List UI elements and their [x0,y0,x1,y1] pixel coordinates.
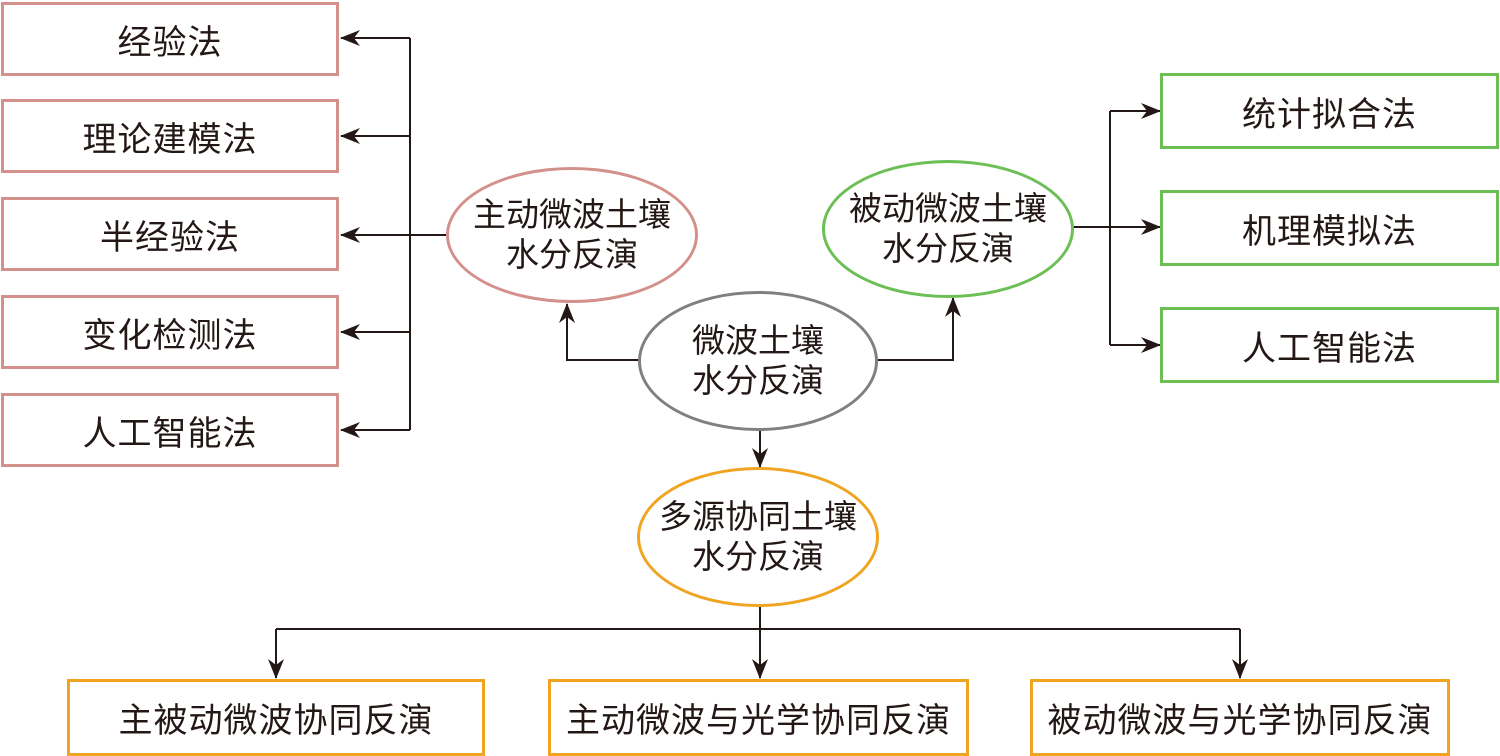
root-node-line1: 微波土壤 [692,321,824,360]
active-method-box: 理论建模法 [1,99,339,173]
active-method-box: 经验法 [1,2,339,76]
multisource-method-box: 主被动微波协同反演 [67,679,485,756]
multisource-method-box: 被动微波与光学协同反演 [1030,679,1450,756]
active-method-label: 理论建模法 [82,119,258,160]
active-method-box: 变化检测法 [1,295,339,369]
passive-method-label: 统计拟合法 [1242,94,1417,135]
active-method-box: 半经验法 [1,197,339,271]
passive-method-label: 人工智能法 [1242,328,1417,369]
arrow-center-to-passive [876,297,961,361]
active-method-label: 经验法 [117,22,223,63]
multisource-method-box: 主动微波与光学协同反演 [548,679,969,756]
passive-node-line1: 被动微波土壤 [849,189,1047,228]
active-method-label: 变化检测法 [82,315,258,356]
active-node-line2: 水分反演 [506,235,638,274]
active-node-line1: 主动微波土壤 [473,195,671,234]
active-method-box: 人工智能法 [1,393,339,467]
active-microwave-node: 主动微波土壤 水分反演 [446,167,698,303]
microwave-soil-moisture-root-node: 微波土壤 水分反演 [638,291,878,431]
multisource-node-line2: 水分反演 [692,537,824,576]
passive-method-label: 机理模拟法 [1242,211,1417,252]
multisource-method-label: 主被动微波协同反演 [118,701,434,741]
multisource-node: 多源协同土壤 水分反演 [637,467,879,607]
multisource-method-label: 主动微波与光学协同反演 [566,701,951,741]
multisource-node-line1: 多源协同土壤 [659,497,857,536]
active-method-label: 半经验法 [100,217,240,258]
passive-method-box: 人工智能法 [1160,307,1499,383]
passive-method-box: 机理模拟法 [1160,190,1499,266]
root-node-line2: 水分反演 [692,361,824,400]
arrow-center-to-active [559,303,640,361]
active-method-label: 人工智能法 [82,413,258,454]
passive-microwave-node: 被动微波土壤 水分反演 [822,160,1074,298]
passive-node-line2: 水分反演 [882,229,1014,268]
multisource-method-label: 被动微波与光学协同反演 [1047,701,1433,741]
passive-method-box: 统计拟合法 [1160,73,1499,149]
